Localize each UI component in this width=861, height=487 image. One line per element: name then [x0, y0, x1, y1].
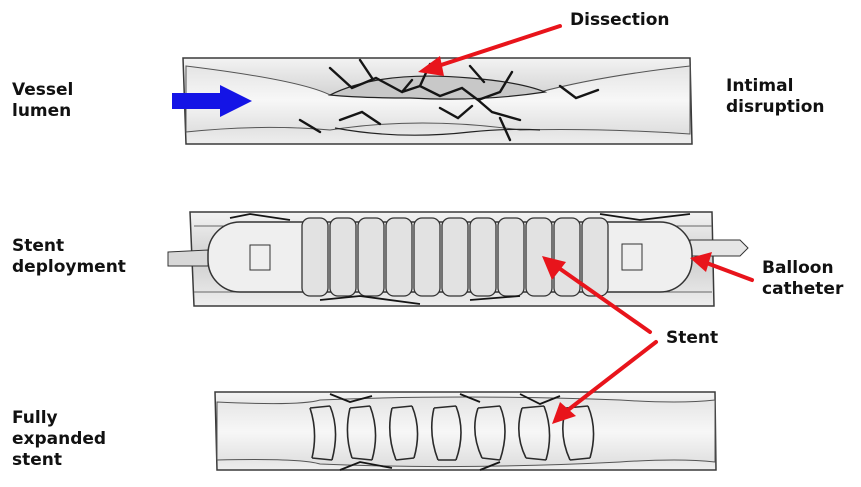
stent-deployment-vessel	[168, 212, 748, 306]
expanded-stent-vessel	[215, 392, 716, 470]
dissection-label: Dissection	[570, 10, 670, 31]
stent-label: Stent	[666, 328, 718, 349]
